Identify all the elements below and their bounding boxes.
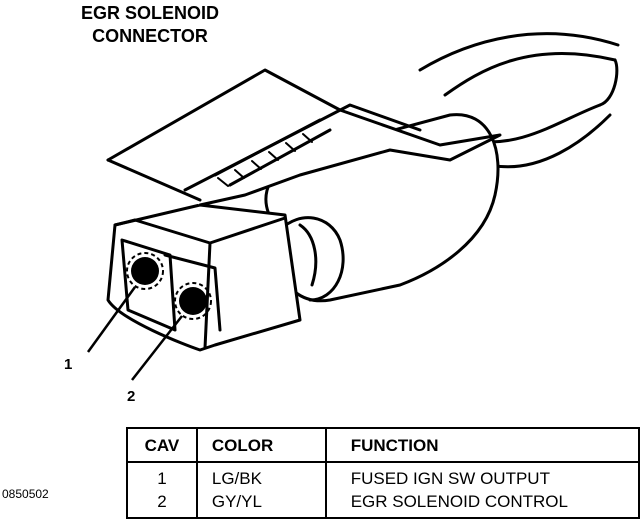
cell-cav: 1: [127, 462, 198, 490]
cavity-face: [120, 238, 222, 332]
figure-id: 0850502: [2, 487, 49, 501]
cell-function: FUSED IGN SW OUTPUT: [350, 469, 550, 488]
cell-color: LG/BK: [196, 462, 327, 490]
header-function: FUNCTION: [325, 428, 639, 463]
cell-function: EGR SOLENOID CONTROL: [350, 492, 568, 511]
table-row: 2 GY/YL EGR SOLENOID CONTROL: [127, 490, 639, 518]
header-color: COLOR: [196, 428, 327, 463]
cell-color: GY/YL: [196, 490, 327, 518]
callout-pin-1: 1: [64, 356, 73, 373]
diagram-title: EGR SOLENOID CONNECTOR: [0, 2, 300, 48]
header-cav: CAV: [127, 428, 198, 463]
leader-line-pin2: [131, 315, 183, 381]
leader-line-pin1: [86, 286, 137, 353]
table-header-row: CAV COLOR FUNCTION: [127, 428, 639, 463]
title-line-1: EGR SOLENOID: [80, 3, 219, 23]
title-line-2: CONNECTOR: [92, 26, 208, 46]
table-row: 1 LG/BK FUSED IGN SW OUTPUT: [127, 462, 639, 490]
pinout-table: CAV COLOR FUNCTION 1 LG/BK FUSED IGN SW …: [126, 427, 640, 519]
callout-pin-2: 2: [127, 388, 136, 405]
cavity-2: [174, 282, 212, 320]
cell-cav: 2: [127, 490, 198, 518]
cavity-1: [126, 252, 164, 290]
connector-body: [106, 68, 502, 352]
